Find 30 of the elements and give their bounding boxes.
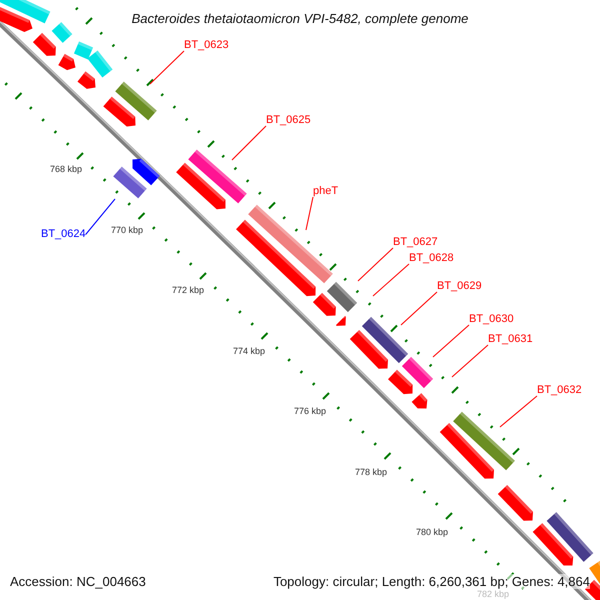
gene-label: BT_0625 bbox=[266, 114, 311, 127]
gene-label: BT_0629 bbox=[437, 280, 482, 293]
leader-line bbox=[150, 50, 184, 84]
gene-label: BT_0630 bbox=[469, 313, 514, 326]
leader-line bbox=[452, 344, 488, 378]
leader-line bbox=[372, 264, 410, 296]
leader-line bbox=[232, 126, 266, 160]
position-label: 774 kbp bbox=[233, 346, 266, 356]
position-label: 768 kbp bbox=[50, 164, 82, 175]
position-label: 770 kbp bbox=[111, 224, 144, 236]
position-label: 778 kbp bbox=[355, 466, 388, 478]
gene-label: BT_0623 bbox=[184, 39, 229, 52]
accession-text: Accession: NC_004663 bbox=[10, 574, 146, 589]
gene-label: BT_0632 bbox=[537, 384, 582, 397]
leader-line bbox=[500, 396, 538, 428]
gene-label: BT_0631 bbox=[488, 333, 533, 346]
gene-label: BT_0627 bbox=[393, 236, 438, 249]
leader-line bbox=[400, 292, 438, 326]
title: Bacteroides thetaiotaomicron VPI-5482, complete genome bbox=[130, 10, 470, 28]
leader-line bbox=[306, 196, 314, 230]
position-label: 772 kbp bbox=[172, 285, 204, 296]
gene-label: BT_0624 bbox=[41, 228, 86, 241]
position-label: 776 kbp bbox=[294, 406, 326, 417]
leader-line bbox=[358, 248, 394, 282]
position-label: 780 kbp bbox=[416, 527, 448, 538]
gene-label: BT_0628 bbox=[409, 252, 454, 265]
leader-line bbox=[85, 198, 116, 235]
position-label: 782 kbp bbox=[477, 589, 510, 600]
leader-line bbox=[432, 324, 470, 358]
gene-label: pheT bbox=[313, 185, 338, 198]
